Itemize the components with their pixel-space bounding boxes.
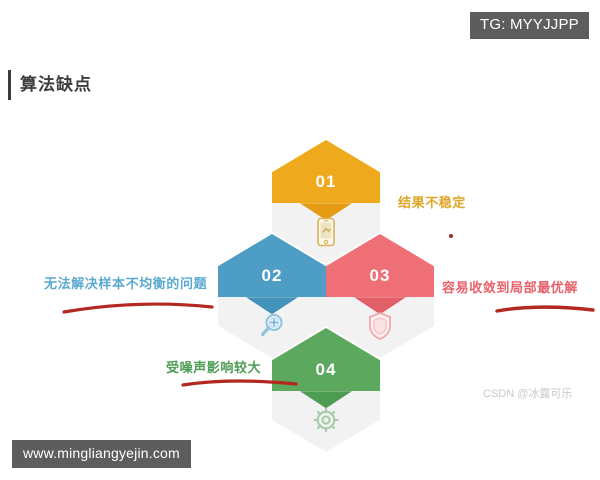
hexagon-diagram: 01 02	[218, 140, 434, 452]
hexagon-number-02: 02	[261, 266, 283, 286]
hexagon-number-01: 01	[315, 172, 337, 192]
underline-stroke-03	[495, 305, 595, 313]
mobile-phone-icon	[272, 217, 380, 252]
shield-icon	[326, 311, 434, 346]
website-url-plate: www.mingliangyejin.com	[12, 440, 191, 468]
annotation-label-02: 无法解决样本不均衡的问题	[44, 276, 208, 291]
page-title: 算法缺点	[8, 70, 92, 100]
underline-stroke-02	[62, 302, 214, 314]
title-accent-bar	[8, 70, 11, 100]
magnifier-plus-icon	[218, 311, 326, 346]
hexagon-number-04: 04	[315, 360, 337, 380]
gear-icon	[272, 405, 380, 440]
page-title-text: 算法缺点	[20, 75, 92, 94]
hexagon-number-03: 03	[369, 266, 391, 286]
annotation-label-04: 受噪声影响较大	[166, 360, 262, 375]
annotation-label-03: 容易收敛到局部最优解	[442, 280, 579, 295]
csdn-watermark: CSDN @冰露可乐	[483, 388, 573, 400]
red-dot-marker	[449, 234, 453, 238]
annotation-label-01: 结果不稳定	[398, 195, 467, 210]
tg-handle-badge: TG: MYYJJPP	[470, 12, 589, 39]
